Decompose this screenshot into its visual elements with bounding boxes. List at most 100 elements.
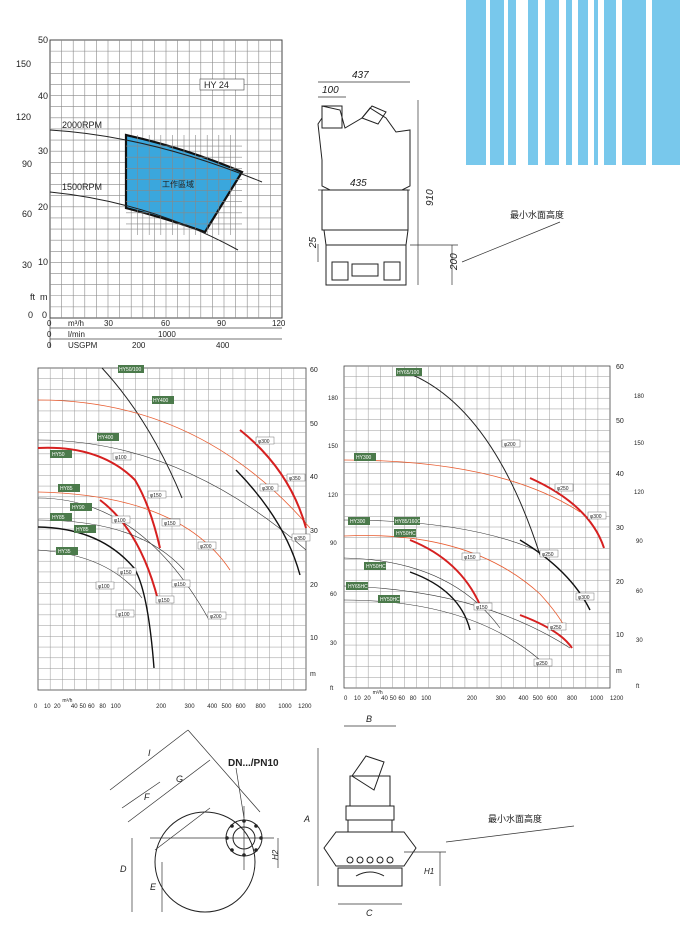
x-tick: 40	[71, 704, 78, 710]
svg-text:φ300: φ300	[262, 486, 274, 492]
svg-text:HY50HC: HY50HC	[380, 597, 400, 603]
ft-tick: 120	[328, 493, 339, 499]
dim-100: 100	[322, 85, 339, 96]
diameter-tag: φ250	[539, 549, 559, 558]
series-label: HY65/100	[396, 368, 422, 376]
ft-tick: 30	[22, 260, 32, 270]
m-tick: m	[616, 668, 622, 675]
series-label: HY400	[97, 433, 119, 441]
diameter-tag: φ250	[533, 658, 553, 667]
ft-tick: 90	[636, 539, 643, 545]
min-water-level-label: 最小水面高度	[510, 209, 564, 220]
diameter-tag: φ100	[95, 581, 115, 590]
x-tick: 100	[111, 704, 122, 710]
series-label: HY50HC	[364, 562, 386, 570]
x-unit: m³/h	[62, 698, 72, 704]
series-label: HY50	[50, 450, 72, 458]
x-tick: 50	[390, 696, 397, 702]
svg-text:φ300: φ300	[590, 514, 602, 520]
m-tick: 20	[616, 579, 624, 586]
series-label: HY85	[50, 513, 72, 521]
ft-tick: ft	[636, 684, 640, 690]
ft-tick: 60	[22, 209, 32, 219]
ft-tick: 180	[328, 396, 339, 402]
svg-text:HY300: HY300	[350, 519, 366, 525]
svg-text:φ200: φ200	[210, 614, 222, 620]
dim-D: D	[120, 864, 127, 874]
x-tick: 300	[496, 696, 507, 702]
svg-text:φ350: φ350	[294, 536, 306, 542]
series-label: HY85	[58, 484, 80, 492]
m-tick: 50	[310, 421, 318, 428]
dim-435: 435	[350, 178, 367, 189]
svg-text:φ150: φ150	[164, 521, 176, 527]
diameter-tag: φ100	[115, 609, 135, 618]
series-label: HY35	[56, 547, 78, 555]
svg-text:φ150: φ150	[476, 605, 488, 611]
svg-text:φ100: φ100	[98, 584, 110, 590]
m-tick: 50	[38, 35, 48, 45]
svg-text:HY85: HY85	[52, 515, 65, 521]
x-tick: 0	[34, 704, 38, 710]
diameter-tag: φ250	[547, 622, 567, 631]
x-tick: 60	[161, 319, 170, 328]
dim-910: 910	[425, 189, 436, 206]
m-tick: 60	[310, 367, 318, 374]
left-performance-chart: HY50/100 HY400 HY400 HY50 HY85 HY90 HY85…	[34, 365, 339, 710]
m-tick: 0	[42, 310, 47, 320]
svg-text:φ250: φ250	[536, 661, 548, 667]
svg-text:HY400: HY400	[153, 398, 169, 404]
ft-tick: 150	[328, 444, 339, 450]
m-tick: m	[310, 671, 316, 678]
svg-text:HY85/160C: HY85/160C	[395, 519, 421, 525]
series-label: HY300	[354, 453, 376, 461]
series-label: HY50HC	[378, 595, 400, 603]
x-tick: 500	[533, 696, 544, 702]
model-label: HY 24	[204, 80, 229, 90]
svg-text:φ150: φ150	[150, 493, 162, 499]
x-tick: 0	[344, 696, 348, 702]
right-performance-chart: HY65/100 HY300 HY300 HY85/160C HY50HC HY…	[343, 364, 645, 702]
m-tick: 30	[616, 525, 624, 532]
svg-text:φ150: φ150	[464, 555, 476, 561]
svg-text:φ300: φ300	[258, 439, 270, 445]
svg-text:HY65HC: HY65HC	[348, 584, 368, 590]
ft-tick: 30	[330, 641, 337, 647]
x-tick: 40	[381, 696, 388, 702]
x-tick: 20	[54, 704, 61, 710]
x-tick: 60	[88, 704, 95, 710]
diameter-tag: φ150	[171, 579, 191, 588]
ft-tick: 60	[636, 589, 643, 595]
x-tick: 400	[207, 704, 218, 710]
diameter-tag: φ200	[197, 541, 217, 550]
svg-text:φ250: φ250	[550, 625, 562, 631]
x-tick: 120	[272, 319, 286, 328]
dim-F: F	[144, 792, 150, 802]
ft-tick: 180	[634, 394, 645, 400]
x-tick: 1200	[610, 696, 624, 702]
diameter-tag: φ150	[147, 490, 167, 499]
svg-text:φ350: φ350	[289, 476, 301, 482]
ft-tick: 90	[22, 159, 32, 169]
decorative-stripes	[466, 0, 680, 165]
x-tick: 60	[398, 696, 405, 702]
svg-text:φ100: φ100	[115, 455, 127, 461]
x-unit-m3h: m³/h	[68, 319, 84, 328]
diameter-tag: φ150	[473, 602, 493, 611]
series-label: HY90	[70, 503, 92, 511]
series-label: HY300	[348, 517, 370, 525]
flange-label: DN.../PN10	[228, 758, 279, 769]
m-tick: 40	[310, 474, 318, 481]
m-tick: 20	[310, 582, 318, 589]
svg-text:φ150: φ150	[158, 598, 170, 604]
m-tick: 10	[310, 635, 318, 642]
svg-text:HY90: HY90	[72, 505, 85, 511]
pump-side-drawing: 437 100 435 910 200 25 最小水面高度	[308, 70, 564, 286]
m-tick: 40	[616, 471, 624, 478]
m-tick: 60	[616, 364, 624, 371]
dim-B: B	[366, 714, 372, 724]
x-tick: 20	[364, 696, 371, 702]
x-tick: 400	[518, 696, 529, 702]
diameter-tag: φ200	[207, 611, 227, 620]
